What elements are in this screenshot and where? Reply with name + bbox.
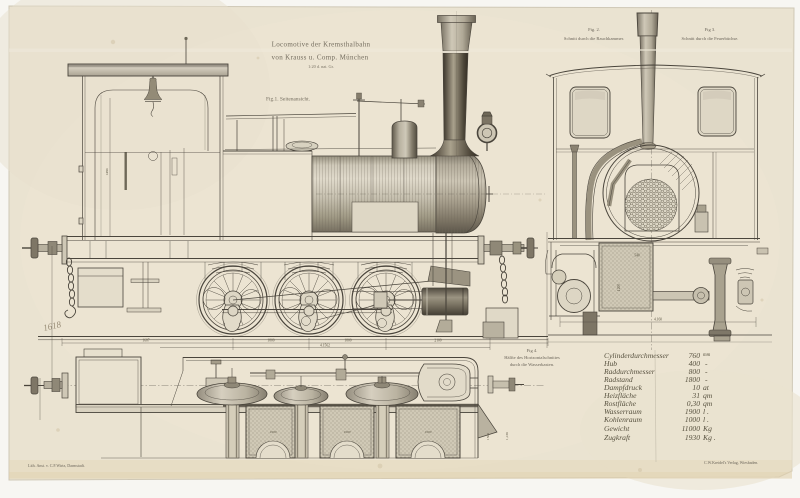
svg-text:Hälfte des Horizontalschnittes: Hälfte des Horizontalschnittes xyxy=(504,355,560,360)
svg-text:Fig 4.: Fig 4. xyxy=(527,348,538,353)
svg-text:1480: 1480 xyxy=(105,168,109,175)
svg-text:1930: 1930 xyxy=(685,433,700,442)
svg-text:durch die Wasserkasten.: durch die Wasserkasten. xyxy=(510,362,554,367)
svg-text:800: 800 xyxy=(689,367,701,376)
svg-text:-: - xyxy=(705,359,708,368)
svg-text:1800: 1800 xyxy=(685,375,700,384)
svg-text:Fig 3.: Fig 3. xyxy=(705,27,716,32)
svg-text:31: 31 xyxy=(691,391,700,400)
svg-text:400: 400 xyxy=(689,359,701,368)
svg-text:Cylinderdurchmesser: Cylinderdurchmesser xyxy=(604,351,669,360)
svg-text:Radstand: Radstand xyxy=(603,375,633,384)
svg-text:10: 10 xyxy=(692,383,700,392)
svg-text:4.1562: 4.1562 xyxy=(320,343,330,347)
svg-text:at: at xyxy=(703,383,710,392)
svg-text:1:20 d. nat. Gr.: 1:20 d. nat. Gr. xyxy=(308,64,334,69)
svg-text:4.160: 4.160 xyxy=(654,318,662,322)
svg-text:1800: 1800 xyxy=(267,339,274,343)
svg-text:Wasserraum: Wasserraum xyxy=(604,407,642,416)
svg-text:0,30: 0,30 xyxy=(687,399,700,408)
svg-text:Kg .: Kg . xyxy=(702,433,716,442)
svg-text:1900: 1900 xyxy=(685,407,700,416)
svg-text:1900: 1900 xyxy=(344,430,351,434)
svg-text:1687: 1687 xyxy=(142,339,149,343)
svg-text:Locomotive der Kremsthalbahn: Locomotive der Kremsthalbahn xyxy=(272,41,371,49)
svg-text:11000: 11000 xyxy=(682,424,701,433)
svg-text:mm: mm xyxy=(703,353,711,358)
svg-text:Rostfläche: Rostfläche xyxy=(603,399,637,408)
svg-text:Lith. Anst. v. C.F.Wirtz, Darm: Lith. Anst. v. C.F.Wirtz, Darmstadt. xyxy=(28,463,85,469)
svg-text:Zugkraft: Zugkraft xyxy=(604,433,631,442)
svg-text:Schnitt durch die Feuerbüchse.: Schnitt durch die Feuerbüchse. xyxy=(682,36,739,41)
svg-text:l .: l . xyxy=(703,407,709,416)
svg-text:von Krauss u. Comp. München: von Krauss u. Comp. München xyxy=(272,54,369,62)
svg-text:qm: qm xyxy=(703,399,713,408)
svg-text:Dampfdruck: Dampfdruck xyxy=(603,383,643,392)
svg-text:qm: qm xyxy=(703,391,713,400)
svg-text:Hub: Hub xyxy=(603,359,617,368)
svg-text:1000: 1000 xyxy=(685,415,700,424)
svg-text:1900: 1900 xyxy=(425,430,432,434)
svg-text:Fig.1. Seitenansicht.: Fig.1. Seitenansicht. xyxy=(266,97,310,103)
svg-text:C.W.Kreidel's Verlag, Wiesbade: C.W.Kreidel's Verlag, Wiesbaden. xyxy=(704,460,758,466)
svg-text:l .: l . xyxy=(703,415,709,424)
svg-text:1,130: 1,130 xyxy=(505,432,510,440)
svg-text:540: 540 xyxy=(634,254,640,258)
svg-text:2100: 2100 xyxy=(434,339,441,343)
svg-text:760: 760 xyxy=(689,351,701,360)
svg-text:1200: 1200 xyxy=(617,284,621,291)
svg-text:-: - xyxy=(705,375,708,384)
svg-text:Kohlenraum: Kohlenraum xyxy=(603,415,642,424)
svg-text:Gewicht: Gewicht xyxy=(604,424,630,433)
svg-text:1500: 1500 xyxy=(486,433,490,440)
svg-text:1618: 1618 xyxy=(42,319,62,333)
svg-text:Heizfläche: Heizfläche xyxy=(603,391,637,400)
svg-text:Kg: Kg xyxy=(702,424,712,433)
svg-text:Schnitt durch die Rauchkammer.: Schnitt durch die Rauchkammer. xyxy=(564,36,624,41)
svg-text:1900: 1900 xyxy=(270,430,277,434)
svg-text:Raddurchmesser: Raddurchmesser xyxy=(603,367,655,376)
svg-text:1800: 1800 xyxy=(344,339,351,343)
svg-text:-: - xyxy=(705,367,708,376)
svg-text:Fig. 2.: Fig. 2. xyxy=(588,27,600,32)
